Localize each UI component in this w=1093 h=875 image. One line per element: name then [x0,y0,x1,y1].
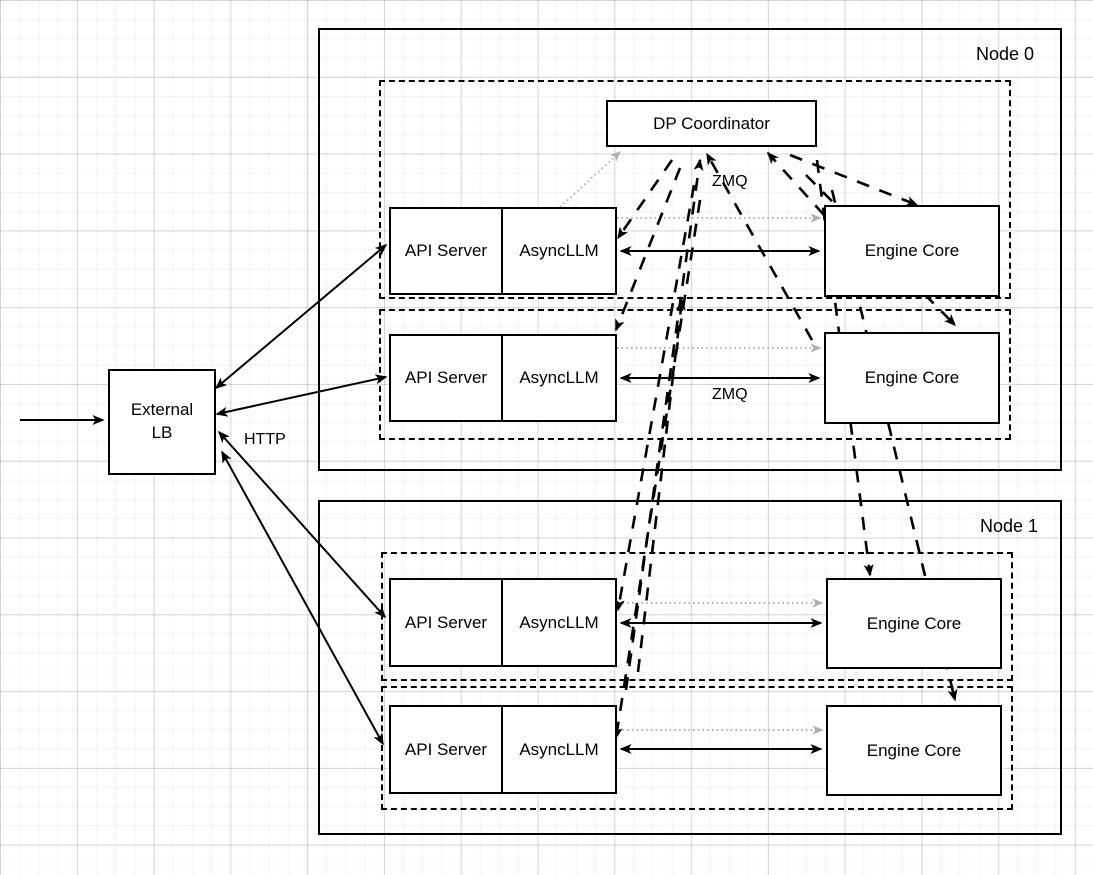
node-1-group-1-async-llm[interactable]: AsyncLLM [519,739,599,759]
node-0-group-1-api-server[interactable]: API Server [391,336,503,420]
node-1-group-1-server-box[interactable]: API Server AsyncLLM [389,705,617,794]
node-0-group-0-api-server[interactable]: API Server [391,209,503,293]
external-lb-label-line1: External [130,400,194,420]
node-0-group-0-async-llm[interactable]: AsyncLLM [519,241,599,260]
node-1-group-0-engine-core[interactable]: Engine Core [826,578,1002,669]
dashed-arrow-core2-coordinator [636,298,686,673]
node-1-group-0-server-box[interactable]: API Server AsyncLLM [389,578,617,667]
http-label: HTTP [244,431,286,448]
dashed-arrow-core3-coordinator [624,158,704,691]
node-0-group-0-engine-core[interactable]: Engine Core [824,205,1000,297]
external-lb-box[interactable]: External LB [108,369,216,475]
node-0-label: Node 0 [976,44,1035,64]
node-0-group-0-zmq-label: ZMQ [712,173,748,190]
node-0-group-1-async-llm[interactable]: AsyncLLM [519,368,599,387]
dashed-arrow-coordinator-core2 [815,159,874,577]
dashed-arrow-coordinator-asyncllm1 [614,167,682,332]
arrow-lb-node0-row2 [215,374,388,417]
node-0-group-1-zmq-label: ZMQ [712,386,748,403]
node-1-group-1-api-server[interactable]: API Server [391,707,503,792]
dp-coordinator-box[interactable]: DP Coordinator [606,100,817,147]
dashed-arrow-coordinator-asyncllm0 [616,159,674,240]
node-1-group-1-engine-core[interactable]: Engine Core [826,705,1002,796]
arrow-lb-node1-row2 [221,450,384,746]
node-0-group-1-engine-core[interactable]: Engine Core [824,332,1000,424]
node-1-label: Node 1 [980,516,1039,536]
node-0-group-0-engine-core-label: Engine Core [864,241,960,260]
node-0-group-1-engine-core-label: Engine Core [864,368,960,387]
dp-coordinator-label: DP Coordinator [653,113,770,133]
node-0-group-1-server-box[interactable]: API Server AsyncLLM [389,334,617,422]
node-1-group-0-async-llm[interactable]: AsyncLLM [519,612,599,632]
node-1-group-0-engine-core-label: Engine Core [866,613,962,633]
external-lb-label-line2: LB [151,423,173,442]
node-1-group-1-engine-core-label: Engine Core [866,740,962,760]
node-1-group-0-api-server[interactable]: API Server [391,580,503,665]
node-1-group-1-frame [381,686,1013,810]
node-0-group-0-server-box[interactable]: API Server AsyncLLM [389,207,617,295]
node-0-group-0-frame [379,80,1011,299]
arrow-lb-node0-row1 [214,244,388,389]
